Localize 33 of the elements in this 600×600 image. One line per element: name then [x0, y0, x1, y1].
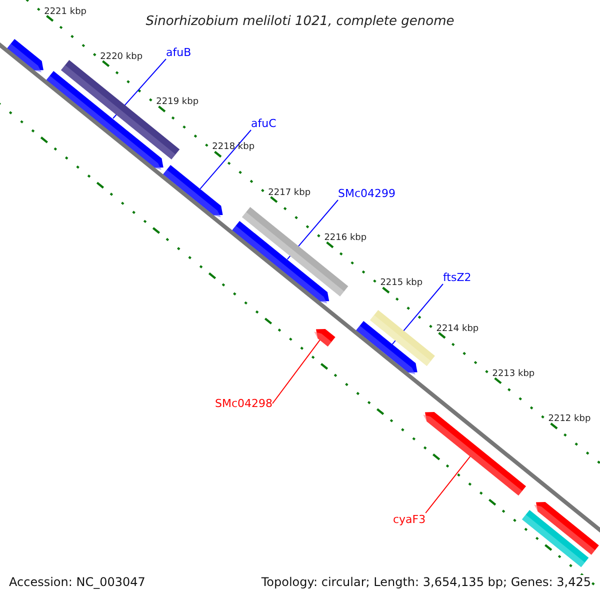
scale-label: 2221 kbp [44, 6, 87, 18]
leader-line [272, 339, 321, 404]
gene-label: SMc04298 [215, 397, 273, 410]
scale-label: 2215 kbp [380, 278, 423, 290]
gene-feature [316, 328, 336, 346]
scale-label: 2220 kbp [100, 52, 143, 63]
gene-label: afuC [251, 117, 276, 130]
gene-feature [356, 320, 418, 372]
footer-text: Topology: circular; Length: 3,654,135 bp; Genes: 3,425 [261, 575, 591, 589]
gene-feature [7, 39, 44, 70]
scale-label: 2216 kbp [324, 233, 367, 244]
feature-bar [60, 60, 180, 160]
scale-label: 2217 kbp [268, 188, 311, 199]
leader-line [286, 200, 338, 260]
leader-line [200, 130, 252, 190]
feature-bar [522, 510, 589, 568]
scale-label: 2213 kbp [492, 368, 535, 380]
gene-label: ftsZ2 [443, 271, 472, 284]
gene-label: afuB [166, 46, 192, 59]
gene-feature [425, 412, 526, 496]
gene-label: SMc04299 [338, 187, 396, 200]
scale-label: 2212 kbp [548, 414, 591, 426]
leader-line [425, 456, 471, 514]
gene-feature [163, 164, 223, 216]
scale-label: 2218 kbp [212, 142, 255, 154]
feature-bar [370, 310, 434, 366]
gene-label: cyaF3 [393, 513, 426, 526]
scale-label: 2219 kbp [156, 97, 199, 108]
footer-text: Accession: NC_003047 [9, 575, 146, 589]
title: Sinorhizobium meliloti 1021, complete genome [146, 14, 454, 29]
feature-bar [242, 206, 348, 296]
scale-label: 2214 kbp [436, 324, 479, 335]
gene-feature [536, 502, 600, 554]
